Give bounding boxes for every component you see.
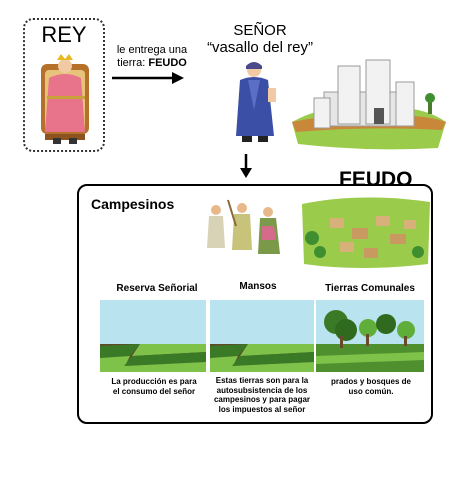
grant-arrow-icon bbox=[112, 72, 184, 84]
king-figure-icon bbox=[41, 54, 89, 144]
grant-label-line1: le entrega una bbox=[116, 44, 188, 56]
field-reserva-icon bbox=[100, 300, 206, 372]
feudo-box bbox=[77, 184, 433, 424]
grant-label: le entrega una tierra: FEUDO bbox=[112, 44, 192, 70]
land-title-mansos: Mansos bbox=[239, 281, 277, 292]
peasants-icon bbox=[207, 199, 280, 254]
lord-subtitle: “vasallo del rey” bbox=[207, 39, 313, 56]
grant-label-prefix: tierra: bbox=[117, 57, 149, 69]
lord-title-main: SEÑOR bbox=[233, 22, 287, 39]
king-title: REY bbox=[41, 22, 87, 47]
castle-icon bbox=[292, 59, 446, 150]
field-mansos-icon bbox=[210, 300, 314, 372]
king-box: REY bbox=[23, 18, 105, 152]
land-desc-mansos: Estas tierras son para la autosubsistenc… bbox=[213, 376, 311, 414]
village-icon bbox=[302, 197, 430, 268]
lord-title: SEÑOR “vasallo del rey” bbox=[200, 22, 320, 56]
land-title-comunales: Tierras Comunales bbox=[325, 283, 415, 294]
lord-figure-icon bbox=[236, 62, 276, 142]
land-desc-comunales: prados y bosques de uso común. bbox=[330, 377, 412, 396]
grant-label-feudo: FEUDO bbox=[148, 57, 187, 69]
campesinos-title: Campesinos bbox=[91, 196, 175, 212]
land-title-reserva: Reserva Señorial bbox=[116, 283, 198, 294]
down-arrow-icon bbox=[240, 154, 252, 178]
field-comunales-icon bbox=[316, 300, 424, 372]
land-desc-reserva: La producción es para el consumo del señ… bbox=[111, 377, 197, 396]
